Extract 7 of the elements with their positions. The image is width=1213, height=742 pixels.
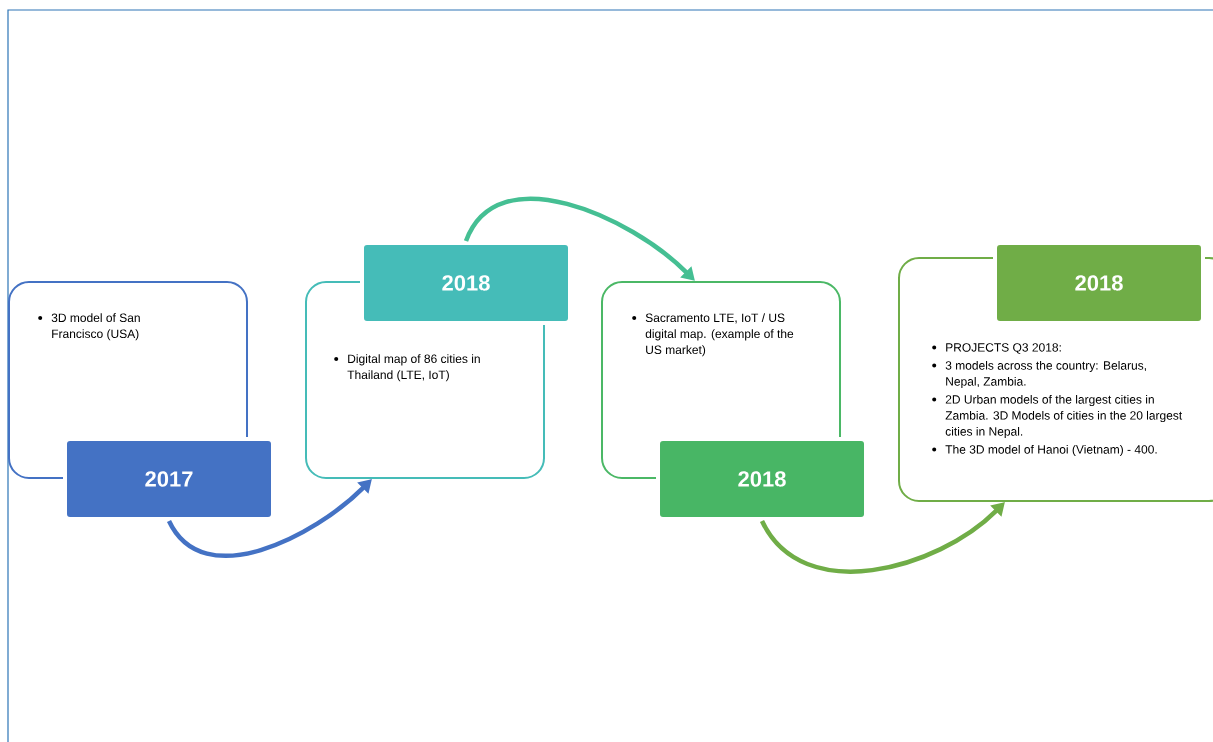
year-box: 2017: [63, 437, 275, 521]
curved-arrow: [760, 502, 1005, 574]
curved-arrow: [464, 196, 695, 281]
year-box: 2018: [360, 241, 572, 325]
curved-arrow: [167, 479, 372, 559]
year-box: 2018: [656, 437, 868, 521]
year-box: 2018: [993, 241, 1205, 325]
